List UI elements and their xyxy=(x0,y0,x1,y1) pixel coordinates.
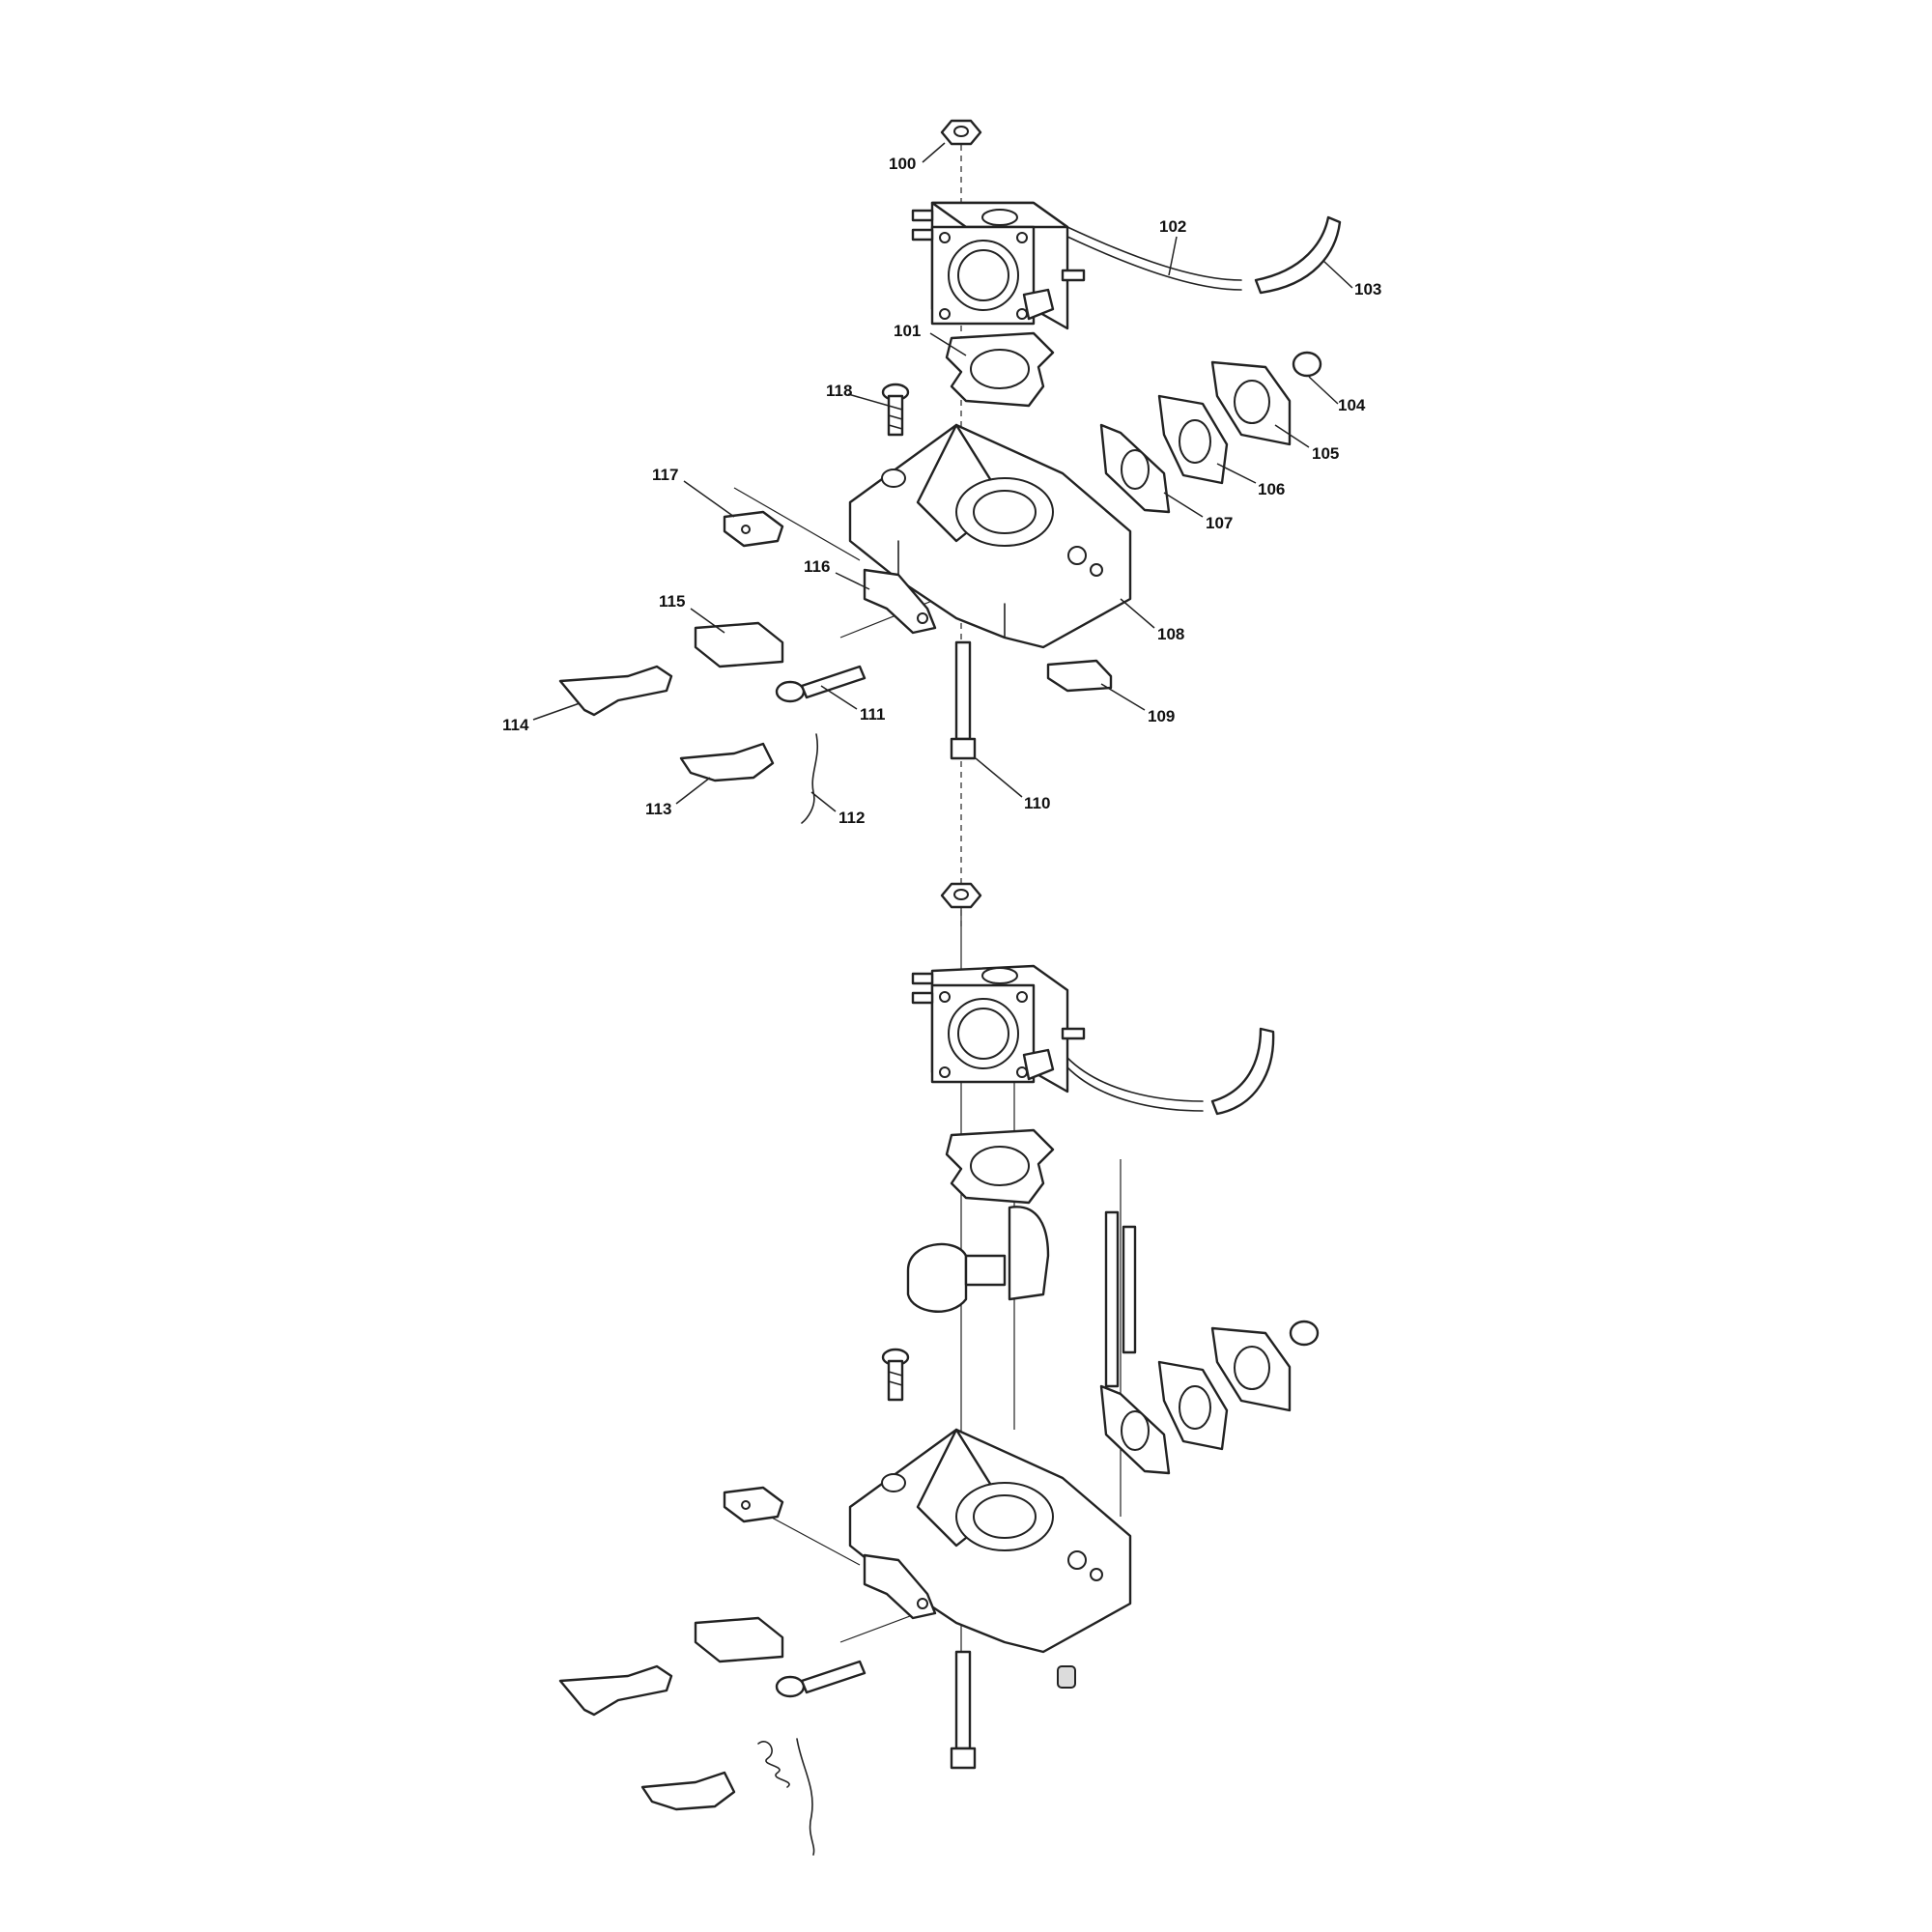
housing xyxy=(848,423,1132,649)
housing-b xyxy=(848,1428,1132,1654)
exploded-view-top: 100 102 103 101 104 105 106 107 108 109 … xyxy=(502,119,1381,927)
callout-118: 118 xyxy=(826,382,852,400)
nut xyxy=(940,119,982,146)
screw-long xyxy=(775,665,867,703)
callout-115: 115 xyxy=(659,592,685,611)
choke-lever xyxy=(679,742,775,782)
gasket xyxy=(945,331,1055,408)
block xyxy=(694,621,784,668)
spring xyxy=(757,1741,790,1788)
filter-plug xyxy=(1057,1665,1076,1689)
filter-block xyxy=(1046,659,1113,693)
callout-110: 110 xyxy=(1024,794,1050,812)
screw-b xyxy=(881,1348,910,1402)
callout-109: 109 xyxy=(1148,707,1175,725)
bolt xyxy=(950,640,977,760)
bracket xyxy=(723,510,784,548)
callout-100: 100 xyxy=(889,155,916,173)
callout-101: 101 xyxy=(894,322,921,340)
o-ring xyxy=(1292,351,1322,378)
callout-112: 112 xyxy=(838,809,865,827)
carburetor xyxy=(911,201,1086,330)
callout-103: 103 xyxy=(1354,280,1381,298)
screw xyxy=(881,383,910,437)
callout-113: 113 xyxy=(645,800,671,818)
exploded-view-bottom xyxy=(558,882,1320,1856)
callout-106: 106 xyxy=(1258,480,1285,498)
callout-104: 104 xyxy=(1338,396,1366,414)
callout-116: 116 xyxy=(804,557,830,576)
fuel-tube xyxy=(1104,1210,1120,1388)
fuel-tube xyxy=(1122,1225,1137,1354)
callout-108: 108 xyxy=(1157,625,1184,643)
callout-102: 102 xyxy=(1159,217,1186,236)
carburetor-b xyxy=(911,964,1086,1094)
trigger-lever xyxy=(558,665,673,717)
primer-bulb xyxy=(906,1206,1050,1313)
callout-107: 107 xyxy=(1206,514,1233,532)
callout-111: 111 xyxy=(860,705,886,724)
callout-105: 105 xyxy=(1312,444,1339,463)
callout-114: 114 xyxy=(502,716,529,734)
nut-b xyxy=(940,882,982,909)
callout-117: 117 xyxy=(652,466,678,484)
spring-wire xyxy=(801,733,818,824)
